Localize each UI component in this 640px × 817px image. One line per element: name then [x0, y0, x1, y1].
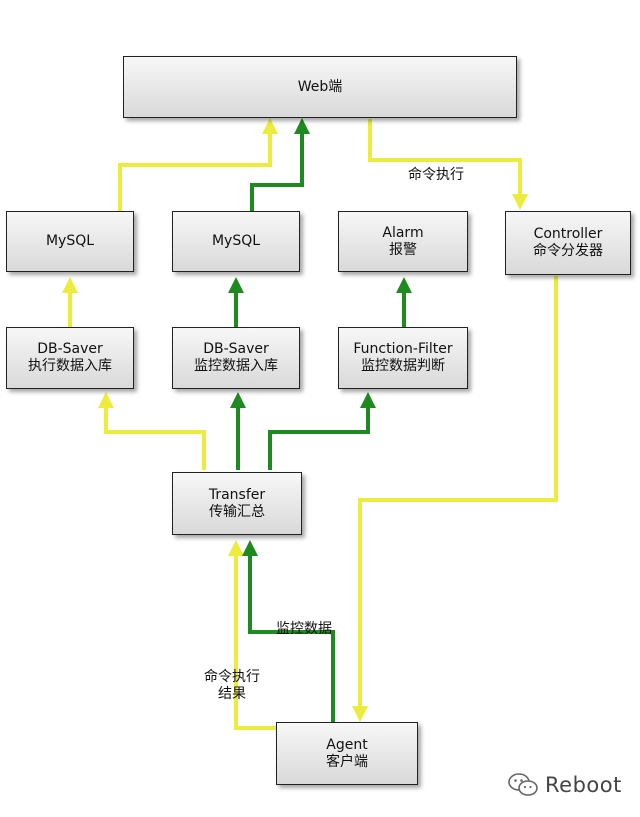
- edge-controller-to-agent: [352, 276, 558, 722]
- edge-agent-to-transfer-monitor: [242, 540, 335, 722]
- watermark: Reboot: [507, 770, 632, 800]
- alarm-label-en: Alarm: [382, 224, 424, 241]
- controller-node: Controller 命令分发器: [505, 211, 631, 275]
- agent-node: Agent 客户端: [276, 722, 418, 785]
- transfer-node: Transfer 传输汇总: [172, 472, 302, 535]
- mysql-left-label: MySQL: [45, 233, 95, 249]
- transfer-label-en: Transfer: [208, 486, 266, 503]
- cmd-result-label: 命令执行 结果: [204, 669, 260, 703]
- web-node-label: Web端: [297, 78, 343, 95]
- dbsaver-mid-label-zh: 监控数据入库: [194, 358, 278, 374]
- function-filter-label-zh: 监控数据判断: [361, 358, 445, 374]
- controller-label-zh: 命令分发器: [533, 243, 603, 259]
- dbsaver-left-label-zh: 执行数据入库: [28, 358, 112, 374]
- edge-agent-to-transfer-result: [228, 540, 276, 730]
- wechat-icon: [508, 773, 538, 796]
- cmd-exec-label: 命令执行: [408, 167, 464, 183]
- web-node: Web端: [123, 56, 517, 118]
- edge-mysql-mid-to-web: [250, 118, 310, 212]
- alarm-label-zh: 报警: [389, 241, 417, 258]
- edge-transfer-to-filter: [268, 392, 376, 470]
- cmd-result-label-line1: 命令执行: [204, 669, 260, 685]
- function-filter-label-en: Function-Filter: [353, 341, 453, 357]
- cmd-result-label-line2: 结果: [218, 686, 246, 702]
- monitor-data-label: 监控数据: [276, 621, 332, 637]
- agent-label-en: Agent: [326, 736, 368, 753]
- controller-label-en: Controller: [533, 226, 603, 242]
- mysql-mid-label: MySQL: [211, 233, 261, 249]
- edge-web-to-controller: [368, 119, 528, 210]
- function-filter-node: Function-Filter 监控数据判断: [338, 327, 468, 389]
- dbsaver-left-label-en: DB-Saver: [37, 341, 103, 357]
- dbsaver-left-node: DB-Saver 执行数据入库: [6, 327, 134, 389]
- mysql-mid-node: MySQL: [172, 211, 300, 272]
- edge-mysql-left-to-web: [118, 118, 278, 212]
- watermark-text: Reboot: [545, 773, 622, 797]
- transfer-label-zh: 传输汇总: [209, 503, 265, 520]
- dbsaver-mid-node: DB-Saver 监控数据入库: [172, 327, 300, 389]
- alarm-node: Alarm 报警: [338, 211, 468, 272]
- edge-transfer-to-dbsaver-left: [98, 392, 206, 470]
- dbsaver-mid-label-en: DB-Saver: [203, 341, 269, 357]
- agent-label-zh: 客户端: [326, 753, 368, 770]
- mysql-left-node: MySQL: [6, 211, 134, 272]
